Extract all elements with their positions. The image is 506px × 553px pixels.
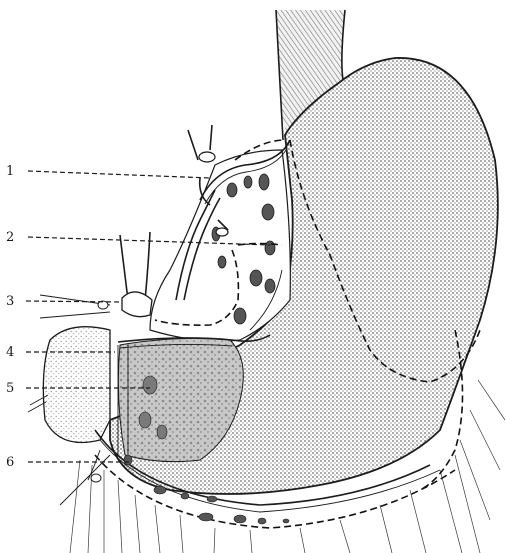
pyloric-vessels bbox=[120, 232, 150, 300]
leader-1 bbox=[28, 171, 210, 178]
duodenum bbox=[43, 327, 110, 443]
label-5: 5 bbox=[6, 381, 14, 396]
label-6: 6 bbox=[6, 455, 14, 470]
probe-left bbox=[60, 450, 110, 505]
label-3: 3 bbox=[6, 294, 14, 309]
label-4: 4 bbox=[6, 345, 14, 360]
vessel-cut-end-top bbox=[199, 152, 215, 162]
label-1: 1 bbox=[6, 164, 14, 179]
label-2: 2 bbox=[6, 230, 14, 245]
probe-cut-end bbox=[91, 474, 101, 482]
pyloric-sphincter bbox=[122, 292, 152, 317]
vessel-cut-end bbox=[216, 228, 228, 236]
